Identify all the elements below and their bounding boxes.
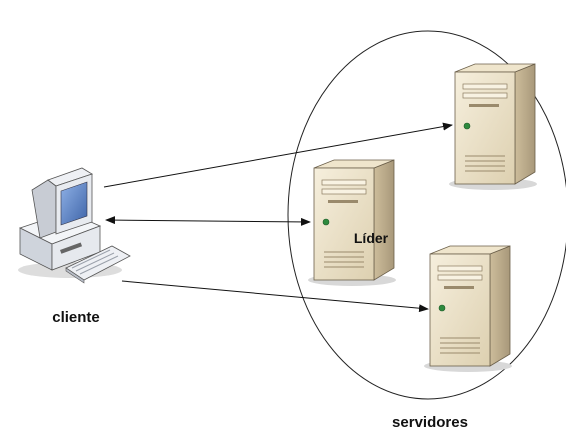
leader-label: Líder: [354, 230, 389, 246]
servers-boundary-ellipse: [287, 30, 566, 400]
tower-server-icon-leader: [307, 159, 397, 287]
servers-label: servidores: [392, 414, 468, 431]
tower-server-icon-top: [448, 63, 538, 191]
client-label: cliente: [52, 309, 100, 326]
tower-server-icon-bottom: [423, 245, 513, 373]
connection-client-to-top-server: [103, 122, 453, 188]
connection-client-to-bottom-server: [121, 280, 429, 313]
desktop-computer-icon: [18, 167, 131, 284]
connection-client-leader-bidirectional: [105, 216, 311, 226]
